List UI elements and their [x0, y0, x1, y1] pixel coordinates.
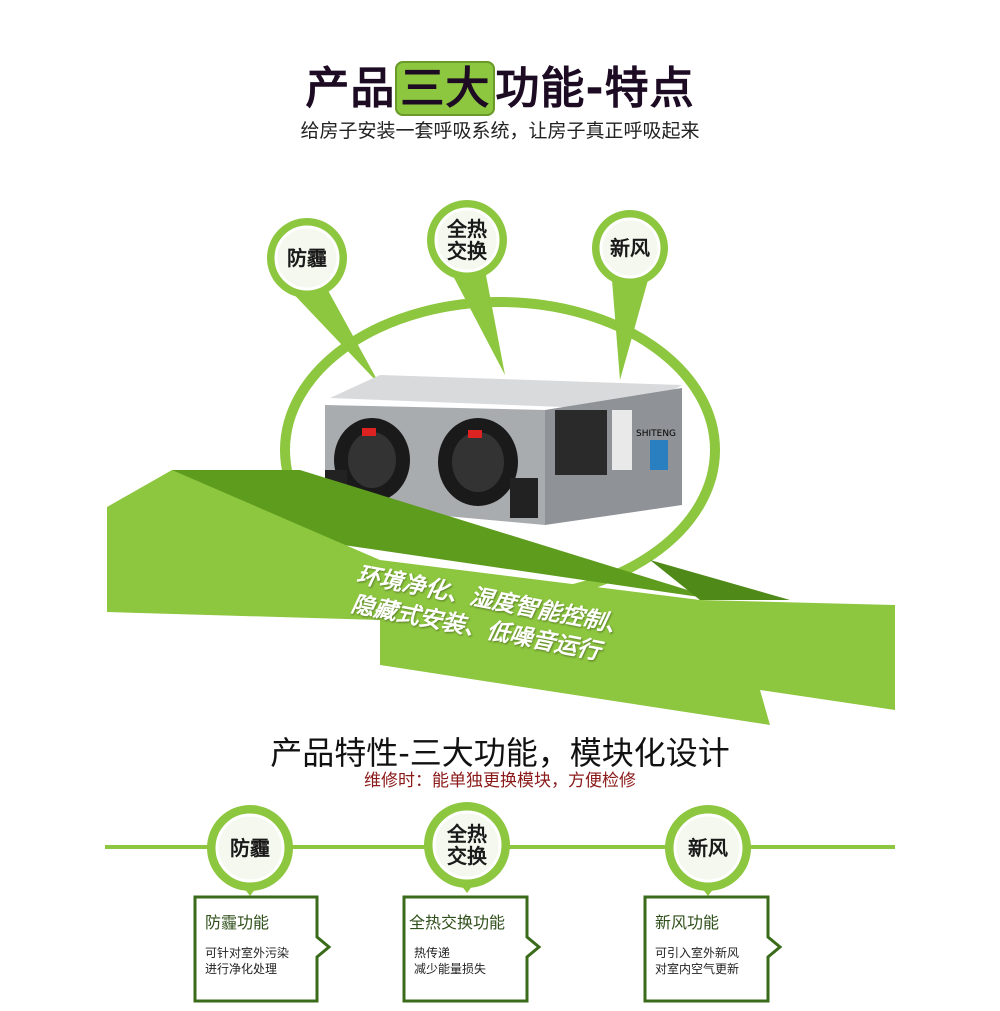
pin-pointer [612, 280, 648, 380]
green-ribbon-dark [172, 470, 720, 600]
feature-box-frame [193, 895, 332, 1003]
feature-card-haze: 防霾功能 可针对室外污染进行净化处理 [195, 897, 313, 997]
desc-line: 进行净化处理 [205, 962, 278, 976]
desc-line: 减少能量损失 [414, 962, 487, 976]
green-ribbon [107, 470, 895, 725]
pin-pointer [450, 270, 505, 375]
brand-label: SHITENG [636, 429, 676, 439]
unit-bracket [510, 478, 538, 518]
page-subtitle: 给房子安装一套呼吸系统，让房子真正呼吸起来 [300, 120, 700, 142]
desc-line: 对室内空气更新 [655, 962, 740, 976]
duct-red-marker [362, 428, 376, 436]
feature-card-heat-exchange: 全热交换功能 热传递减少能量损失 [404, 897, 522, 997]
section-title: 产品特性-三大功能，模块化设计 [270, 734, 730, 772]
feature-desc: 可引入室外新风对室内空气更新 [655, 945, 739, 977]
duct-red-marker [468, 430, 482, 438]
unit-blue-sticker [650, 440, 668, 470]
title-part: 产品 [305, 63, 396, 114]
pin-label-heat-exchange: 全热 交换 [447, 217, 487, 263]
desc-line: 热传递 [414, 946, 451, 960]
duct-opening-inner [348, 432, 396, 488]
pin-pointer [285, 285, 380, 385]
title-part: 功能-特点 [495, 63, 695, 114]
feature-box-frame [402, 895, 542, 1003]
desc-line: 可针对室外污染 [205, 946, 290, 960]
page-title: 产品三大功能-特点 [0, 52, 1000, 116]
feature-title: 全热交换功能 [409, 913, 506, 932]
duct-opening-inner [452, 432, 504, 492]
desc-line: 可引入室外新风 [655, 946, 740, 960]
feature-box-frame [643, 895, 783, 1003]
unit-sticker [612, 410, 632, 470]
feature-title: 防霾功能 [205, 913, 270, 932]
feature-icon-label: 防霾 [230, 836, 270, 860]
pin-circle-inner [274, 225, 340, 291]
section-subtitle: 维修时：能单独更换模块，方便检修 [364, 771, 636, 791]
pin-circle-inner [599, 217, 661, 279]
feature-card-fresh-air: 新风功能 可引入室外新风对室内空气更新 [645, 897, 763, 997]
green-ribbon-fold [650, 560, 790, 600]
pin-circle-inner [434, 207, 500, 273]
feature-desc: 可针对室外污染进行净化处理 [205, 945, 289, 977]
title-highlight: 三大 [395, 61, 496, 116]
feature-icon-label: 新风 [688, 836, 728, 860]
feature-circle [424, 802, 510, 893]
feature-circle [207, 805, 293, 896]
feature-desc: 热传递减少能量损失 [414, 945, 486, 977]
pin-label-fresh-air: 新风 [610, 236, 650, 260]
pin-label-haze: 防霾 [287, 246, 327, 270]
feature-circle [665, 805, 751, 896]
feature-title: 新风功能 [655, 913, 720, 932]
feature-icon-label: 全热 交换 [447, 822, 487, 868]
unit-label-panel [555, 410, 607, 475]
unit-top-face [330, 375, 682, 410]
